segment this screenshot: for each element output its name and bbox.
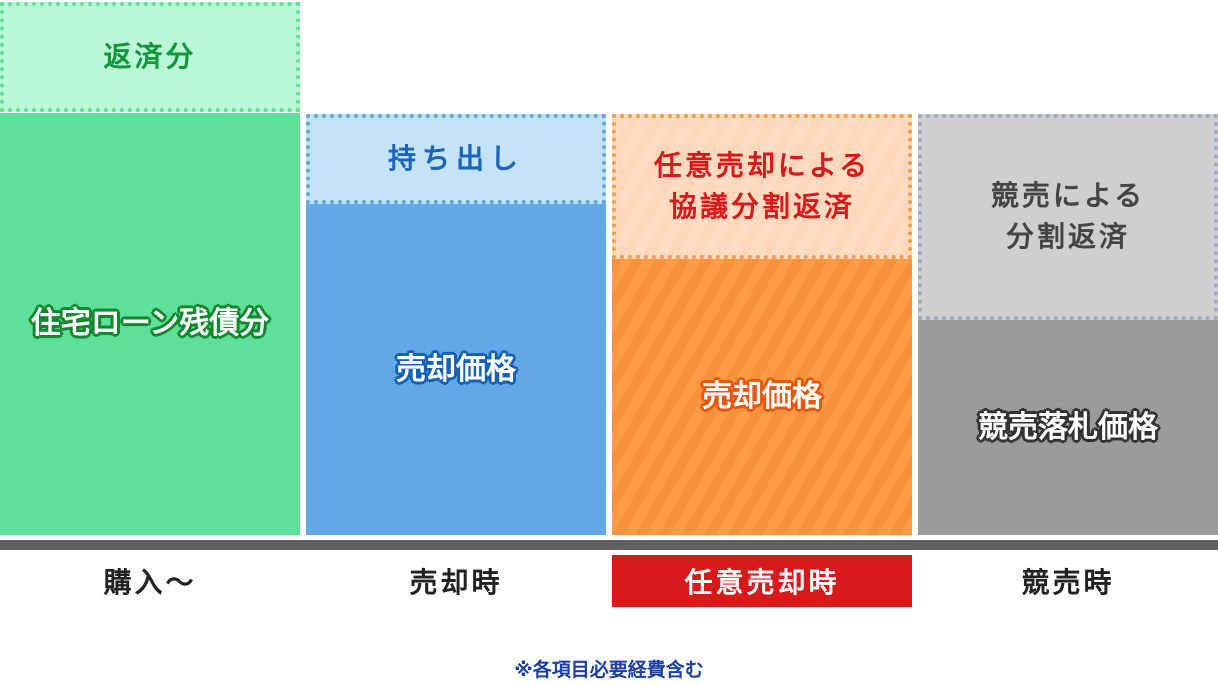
footnote: ※各項目必要経費含む [514, 659, 704, 681]
stage-label-purchase: 購入〜 [103, 566, 197, 599]
auction-repayment-line1: 競売による [990, 179, 1146, 213]
negotiated-repayment-block: 任意売却による協議分割返済 [612, 114, 912, 259]
voluntary-sale-price-label: 売却価格 [702, 379, 822, 415]
repayment-block: 返済分 [0, 2, 300, 112]
auction-repayment-line2: 分割返済 [1005, 220, 1130, 253]
negotiated-repayment-line2: 協議分割返済 [668, 189, 855, 223]
out-of-pocket-label: 持ち出し [387, 141, 524, 175]
sale-price-block: 売却価格 [306, 204, 606, 535]
stage-label-sale: 売却時 [409, 566, 503, 599]
auction-price-block: 競売落札価格 [918, 320, 1218, 535]
negotiated-repayment-line1: 任意売却による [653, 148, 871, 182]
stage-label-auction: 競売時 [1021, 566, 1115, 599]
out-of-pocket-block: 持ち出し [306, 114, 606, 204]
loan-balance-label: 住宅ローン残債分 [30, 306, 270, 342]
auction-price-label: 競売落札価格 [978, 409, 1158, 445]
stage-label-voluntary-sale: 任意売却時 [612, 555, 912, 607]
voluntary-sale-price-block: 売却価格 [612, 259, 912, 535]
repayment-label: 返済分 [103, 39, 197, 73]
loan-balance-block: 住宅ローン残債分 [0, 113, 300, 535]
sale-price-label: 売却価格 [396, 351, 516, 387]
baseline-divider [0, 540, 1218, 550]
auction-repayment-block: 競売による分割返済 [918, 114, 1218, 320]
